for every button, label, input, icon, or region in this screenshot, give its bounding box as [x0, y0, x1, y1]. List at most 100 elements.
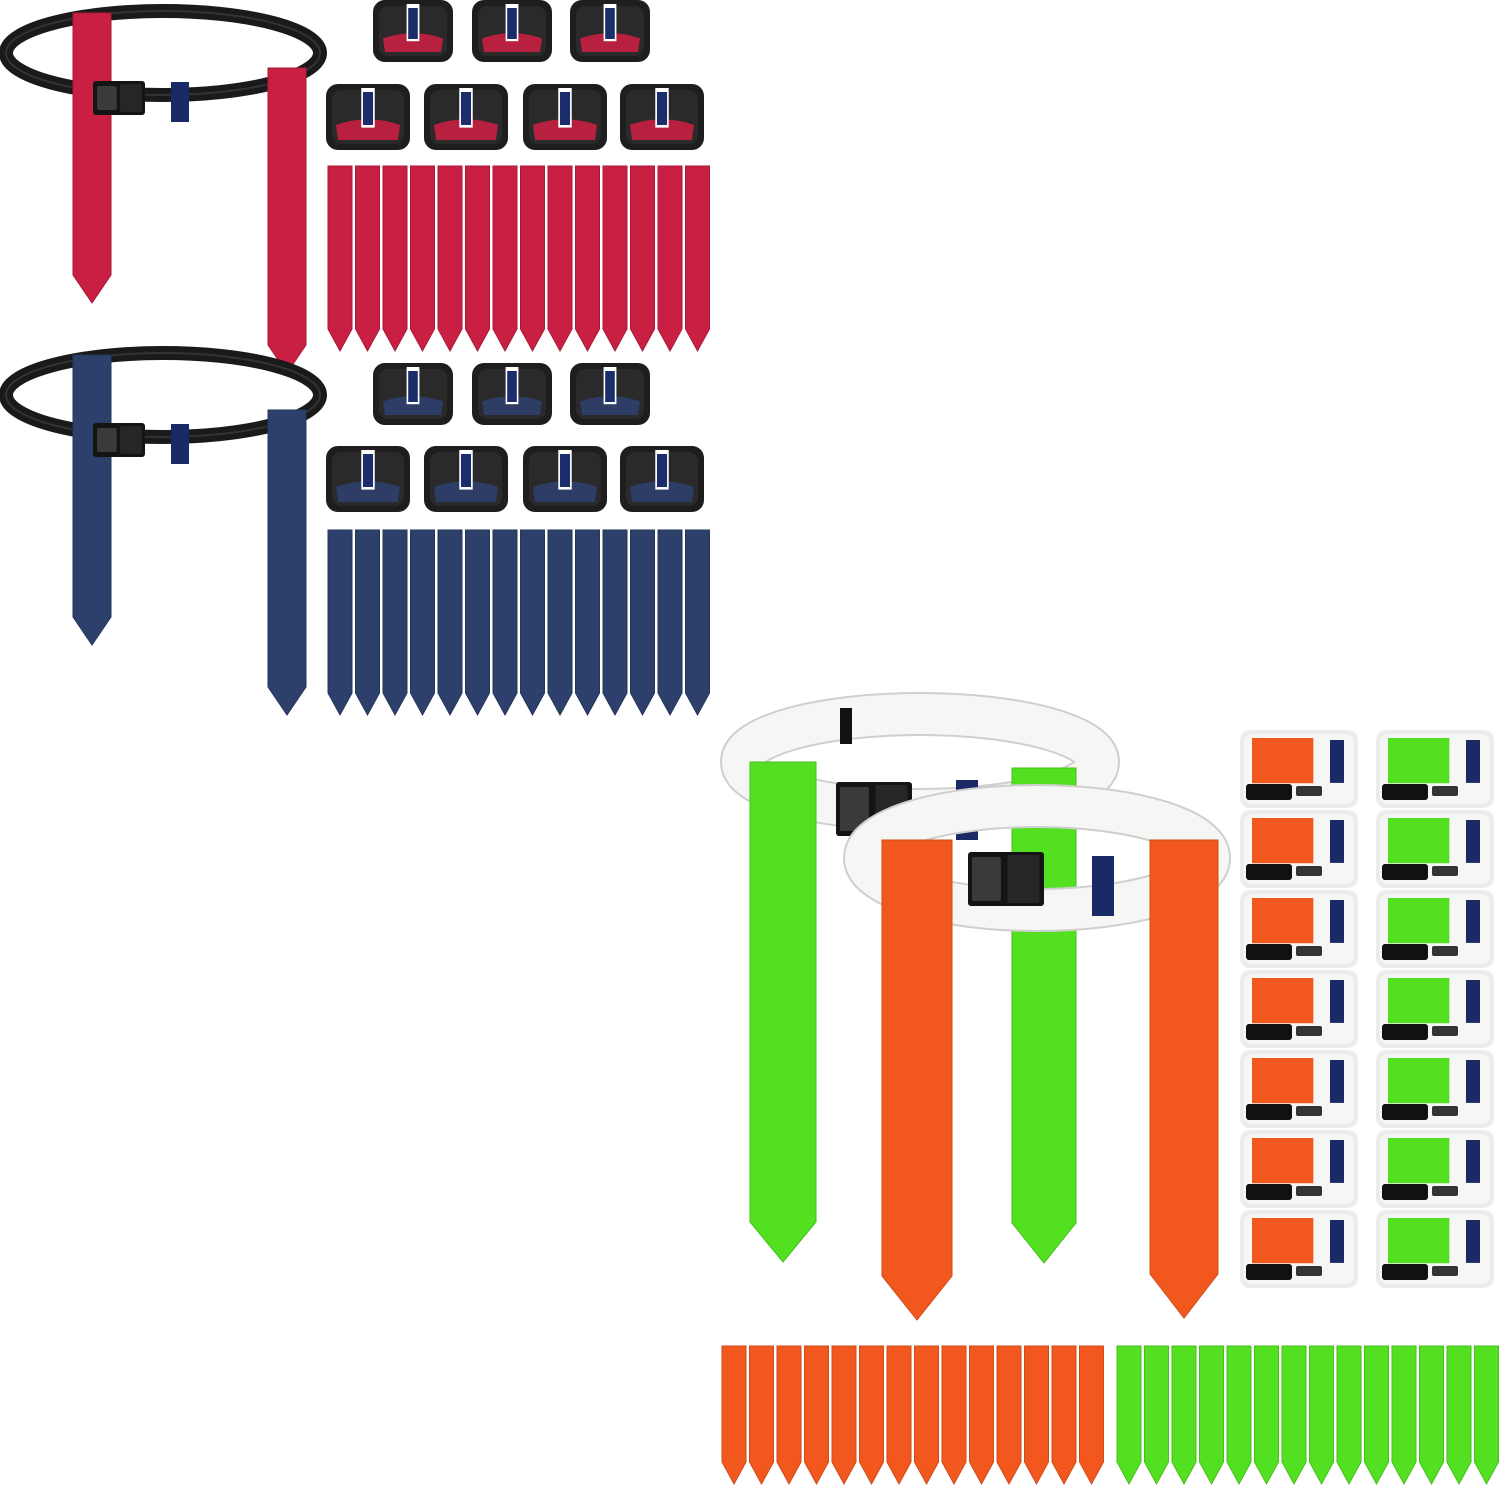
orange-flag: [1079, 1345, 1104, 1486]
orange-belt-buckle-icon: [968, 852, 1044, 906]
green-flag: [1116, 1345, 1142, 1486]
navy-flag: [327, 529, 353, 717]
red-pouch: [523, 84, 607, 150]
navy-belt: [0, 346, 327, 464]
orange-flag: [914, 1345, 939, 1486]
green-flag: [1281, 1345, 1307, 1486]
orange-belt-flag-right: [1149, 839, 1219, 1319]
red-belt-flag-left: [72, 12, 112, 304]
orange-flag: [886, 1345, 912, 1486]
navy-pouch: [472, 363, 552, 425]
red-buckle-icon: [93, 81, 145, 115]
green-pouch: [1376, 1130, 1494, 1208]
green-belt-flag-right: [1011, 767, 1077, 1264]
green-pouch: [1376, 810, 1494, 888]
red-flag: [657, 165, 683, 353]
orange-flag: [804, 1345, 829, 1486]
green-pouch: [1376, 1210, 1494, 1288]
green-flag: [1171, 1345, 1197, 1486]
orange-pouch: [1240, 1210, 1358, 1288]
green-flag: [1419, 1345, 1444, 1486]
navy-flag: [410, 529, 435, 717]
green-flag: [1309, 1345, 1334, 1486]
navy-flag: [520, 529, 545, 717]
green-belt-flag-left: [749, 761, 817, 1263]
navy-flag: [602, 529, 628, 717]
green-flag: [1336, 1345, 1362, 1486]
orange-belt-label: [1092, 856, 1114, 916]
red-pouch: [620, 84, 704, 150]
navy-pouch: [373, 363, 453, 425]
orange-flag: [969, 1345, 994, 1486]
green-flag: [1391, 1345, 1417, 1486]
orange-pouch: [1240, 810, 1358, 888]
red-flag: [410, 165, 435, 353]
strap-clip: [840, 708, 852, 744]
red-pouch: [326, 84, 410, 150]
red-pouch: [373, 0, 453, 62]
navy-pouch: [424, 446, 508, 512]
orange-flag: [1051, 1345, 1077, 1486]
orange-pouch: [1240, 970, 1358, 1048]
navy-flag: [630, 529, 655, 717]
orange-pouch: [1240, 1130, 1358, 1208]
green-flag: [1474, 1345, 1499, 1486]
orange-pouch: [1240, 890, 1358, 968]
navy-flag: [547, 529, 573, 717]
orange-flag: [831, 1345, 857, 1486]
green-flag: [1226, 1345, 1252, 1486]
red-belt: [0, 4, 327, 122]
orange-flag: [941, 1345, 967, 1486]
green-flag: [1144, 1345, 1169, 1486]
navy-flag: [382, 529, 408, 717]
navy-flag: [575, 529, 600, 717]
green-pouch: [1376, 890, 1494, 968]
red-pouch: [570, 0, 650, 62]
navy-pouch: [620, 446, 704, 512]
orange-flag: [776, 1345, 802, 1486]
red-flag: [685, 165, 710, 353]
navy-flag: [437, 529, 463, 717]
green-pouch: [1376, 1050, 1494, 1128]
navy-flag: [465, 529, 490, 717]
red-flag: [327, 165, 353, 353]
red-flag: [355, 165, 380, 353]
green-flag: [1364, 1345, 1389, 1486]
orange-pouch: [1240, 730, 1358, 808]
navy-flag: [657, 529, 683, 717]
red-flag: [575, 165, 600, 353]
red-flag: [437, 165, 463, 353]
orange-flag: [721, 1345, 747, 1486]
red-pouch: [472, 0, 552, 62]
orange-flag: [749, 1345, 774, 1486]
green-flag: [1199, 1345, 1224, 1486]
orange-belt-flag-left: [881, 839, 953, 1321]
navy-pouch: [570, 363, 650, 425]
navy-pouch: [523, 446, 607, 512]
orange-flag: [996, 1345, 1022, 1486]
green-flag: [1446, 1345, 1472, 1486]
navy-flag: [685, 529, 710, 717]
navy-flag: [492, 529, 518, 717]
green-pouch: [1376, 730, 1494, 808]
navy-belt-flag-left: [72, 354, 112, 646]
navy-belt-flag-right: [267, 409, 307, 716]
navy-flag: [355, 529, 380, 717]
red-flag: [547, 165, 573, 353]
red-flag: [630, 165, 655, 353]
red-flag: [520, 165, 545, 353]
red-flag: [382, 165, 408, 353]
orange-pouch: [1240, 1050, 1358, 1128]
red-flag: [602, 165, 628, 353]
orange-flag: [1024, 1345, 1049, 1486]
red-flag: [492, 165, 518, 353]
green-pouch: [1376, 970, 1494, 1048]
navy-pouch: [326, 446, 410, 512]
navy-buckle-icon: [93, 423, 145, 457]
red-flag: [465, 165, 490, 353]
red-belt-flag-right: [267, 67, 307, 374]
orange-flag: [859, 1345, 884, 1486]
red-pouch: [424, 84, 508, 150]
green-flag: [1254, 1345, 1279, 1486]
